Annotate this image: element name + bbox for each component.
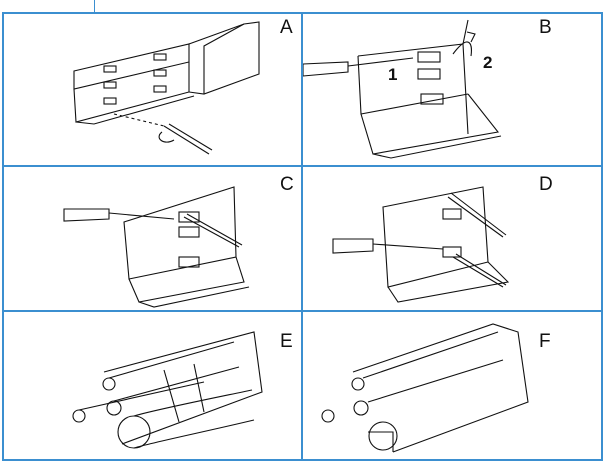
panel-d-label: D [539,174,553,195]
cable-routing-illustration [72,331,263,449]
step-1-label: 1 [388,65,398,84]
panel-b: B 1 2 [303,14,603,165]
panel-f-label: F [539,331,551,352]
panel-a: A [4,14,301,165]
panel-c: C [4,167,301,310]
panel-d: D [303,167,603,310]
panel-e-label: E [280,331,293,352]
clip-insertion-illustration [63,186,250,308]
panel-f: F [303,312,603,461]
panel-b-label: B [539,17,552,38]
closed-trunking-illustration [321,323,529,453]
panel-e: E [4,312,301,461]
panel-c-label: C [280,174,294,195]
grid-divider-column [301,12,303,461]
header-tab [0,0,95,12]
panel-a-label: A [280,17,293,38]
screwdriver-lever-illustration [303,19,502,159]
trunking-with-hinge-illustration [73,21,260,155]
clip-rotation-illustration [332,186,510,303]
step-2-label: 2 [483,53,493,72]
